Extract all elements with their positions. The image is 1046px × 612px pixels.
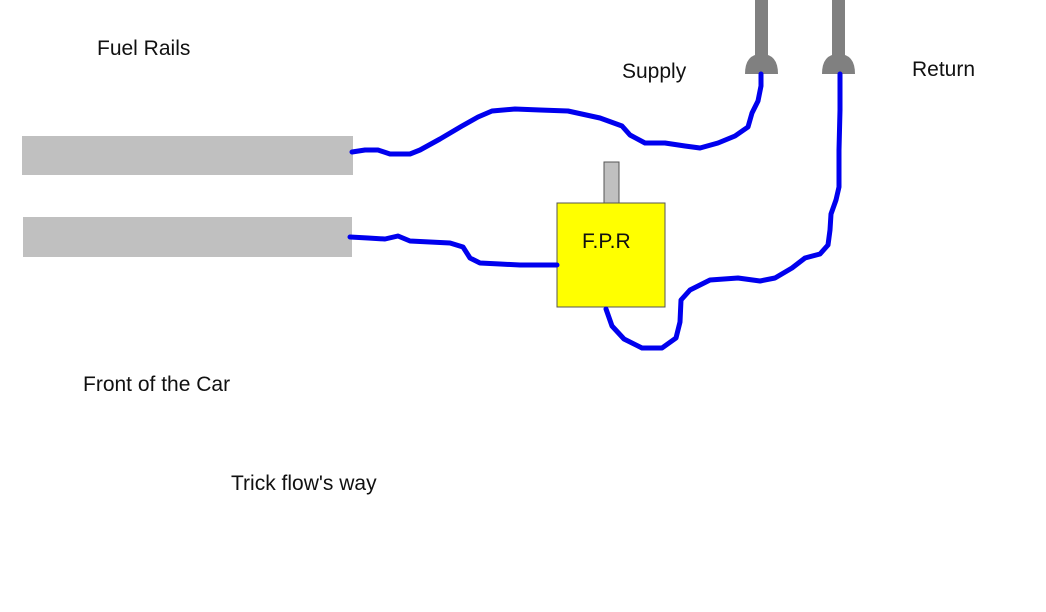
supply-line — [349, 71, 764, 157]
regulator-stem — [603, 161, 620, 205]
front-of-car-label: Front of the Car — [83, 373, 231, 396]
upper-fuel-rail — [22, 136, 353, 175]
caption-label: Trick flow's way — [231, 472, 377, 495]
supply-fitting — [745, 0, 778, 74]
return-line — [603, 71, 843, 351]
fuel-rails-label: Fuel Rails — [97, 37, 191, 60]
lower-fuel-rail — [23, 217, 352, 257]
supply-label: Supply — [622, 60, 687, 83]
return-fitting — [822, 0, 855, 74]
regulator-label: F.P.R — [582, 230, 631, 253]
fuel-pressure-regulator — [556, 202, 666, 308]
return-label: Return — [912, 58, 976, 81]
rail-to-regulator-line — [347, 233, 560, 268]
